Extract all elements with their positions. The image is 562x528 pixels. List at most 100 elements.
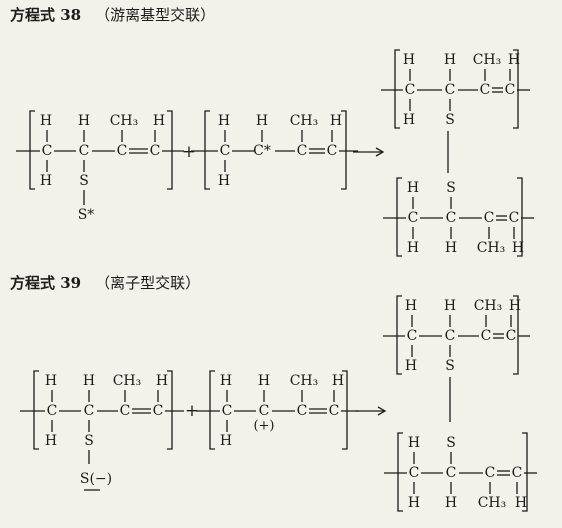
methyl-group: CH₃ [478, 495, 507, 511]
left-bracket [33, 370, 39, 450]
left-bracket [396, 295, 402, 375]
right-bracket [513, 295, 519, 375]
hydrogen-atom: H [515, 495, 527, 511]
carbon-atom: C [297, 143, 308, 159]
hydrogen-atom: H [78, 113, 90, 129]
carbon-atom: C [485, 465, 496, 481]
hydrogen-atom: H [218, 173, 230, 189]
equation-38-label: 方程式 38 [10, 6, 82, 24]
carbon-atom: C [505, 82, 516, 98]
hydrogen-atom: H [444, 298, 456, 314]
carbon-atom: C [297, 403, 308, 419]
carbon-atom: C [117, 143, 128, 159]
radical-carbon: C* [253, 143, 271, 159]
sulfur-atom: S [446, 435, 456, 451]
hydrogen-atom: H [512, 240, 524, 256]
carbocation-charge: (+) [253, 419, 274, 434]
sulfur-atom: S [84, 433, 94, 449]
left-bracket [209, 370, 215, 450]
carbon-atom: C [446, 210, 457, 226]
hydrogen-atom: H [332, 373, 344, 389]
hydrogen-atom: H [256, 113, 268, 129]
left-bracket [394, 49, 400, 129]
carbon-atom: C [506, 328, 517, 344]
methyl-group: CH₃ [477, 240, 506, 256]
right-bracket [342, 370, 348, 450]
carbon-atom: C [84, 403, 95, 419]
sulfur-radical: S* [78, 207, 95, 223]
left-bracket [396, 177, 402, 257]
carbon-atom: C [79, 143, 90, 159]
equation-39-description: （离子型交联） [95, 274, 201, 292]
methyl-group: CH₃ [290, 113, 319, 129]
hydrogen-atom: H [403, 112, 415, 128]
hydrogen-atom: H [153, 113, 165, 129]
carbon-atom: C [405, 82, 416, 98]
carbon-atom: C [480, 82, 491, 98]
hydrogen-atom: H [444, 52, 456, 68]
sulfur-atom: S [79, 173, 89, 189]
hydrogen-atom: H [509, 298, 521, 314]
hydrogen-atom: H [508, 52, 520, 68]
hydrogen-atom: H [445, 240, 457, 256]
sulfur-atom: S [446, 180, 456, 196]
methyl-group: CH₃ [290, 373, 319, 389]
hydrogen-atom: H [220, 433, 232, 449]
sulfur-atom: S [445, 112, 455, 128]
hydrogen-atom: H [258, 373, 270, 389]
carbon-atom: C [446, 465, 457, 481]
carbon-atom: C [150, 143, 161, 159]
carbon-atom: C [220, 143, 231, 159]
right-bracket [341, 110, 347, 190]
plus-sign: + [185, 401, 199, 421]
equation-39-title: 方程式 39 （离子型交联） [10, 272, 200, 293]
hydrogen-atom: H [330, 113, 342, 129]
hydrogen-atom: H [218, 113, 230, 129]
carbon-atom: C [409, 465, 420, 481]
reaction-arrow-head [375, 147, 385, 157]
sulfur-anion: S(−) [80, 471, 112, 487]
hydrogen-atom: H [403, 52, 415, 68]
carbon-atom: C [153, 403, 164, 419]
hydrogen-atom: H [405, 298, 417, 314]
hydrogen-atom: H [408, 495, 420, 511]
equation-38-description: （游离基型交联） [95, 6, 216, 24]
methyl-group: CH₃ [110, 113, 139, 129]
hydrogen-atom: H [408, 435, 420, 451]
hydrogen-atom: H [83, 373, 95, 389]
reaction-arrow-head [377, 406, 387, 416]
right-bracket [522, 432, 528, 512]
sulfur-atom: S [445, 358, 455, 374]
hydrogen-atom: H [407, 180, 419, 196]
carbon-atom: C [512, 465, 523, 481]
carbon-atom: C [42, 143, 53, 159]
carbon-atom: C [120, 403, 131, 419]
right-bracket [167, 370, 173, 450]
left-bracket [397, 432, 403, 512]
equation-39-label: 方程式 39 [10, 274, 82, 292]
carbon-atom: C [222, 403, 233, 419]
hydrogen-atom: H [220, 373, 232, 389]
hydrogen-atom: H [407, 240, 419, 256]
methyl-group: CH₃ [473, 52, 502, 68]
left-bracket [204, 110, 210, 190]
carbon-atom: C [259, 403, 270, 419]
hydrogen-atom: H [156, 373, 168, 389]
right-bracket [517, 177, 523, 257]
carbon-atom: C [481, 328, 492, 344]
carbon-atom: C [327, 143, 338, 159]
hydrogen-atom: H [45, 373, 57, 389]
hydrogen-atom: H [45, 433, 57, 449]
equation-38-title: 方程式 38 （游离基型交联） [10, 4, 215, 25]
hydrogen-atom: H [405, 358, 417, 374]
carbon-atom: C [445, 82, 456, 98]
carbon-atom: C [47, 403, 58, 419]
left-bracket [29, 110, 35, 190]
hydrogen-atom: H [40, 113, 52, 129]
plus-sign: + [182, 142, 196, 162]
right-bracket [513, 49, 519, 129]
carbon-atom: C [407, 328, 418, 344]
hydrogen-atom: H [40, 173, 52, 189]
